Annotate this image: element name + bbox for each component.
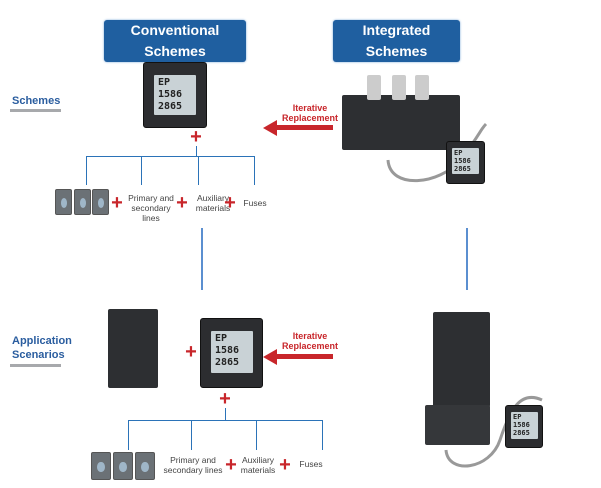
current-transformer-image (92, 189, 109, 215)
lines-label: Primary and secondary lines (128, 193, 174, 223)
circuit-breaker-image (433, 312, 490, 407)
application-underline (10, 364, 61, 367)
iterative-replacement-label: Iterative Replacement (281, 331, 339, 351)
lines-label: Primary and secondary lines (163, 455, 223, 475)
tree-line (254, 156, 255, 185)
tree-line (196, 146, 197, 156)
meter-line-1: EP (215, 333, 228, 344)
power-meter-image: EP 1586 2865 (200, 318, 263, 388)
current-transformer-image (55, 189, 72, 215)
current-transformer-image (74, 189, 91, 215)
plus-icon: + (185, 341, 197, 363)
plus-icon: + (225, 454, 237, 476)
schemes-underline (10, 109, 61, 112)
down-arrow-icon (201, 228, 203, 290)
tree-line (198, 156, 199, 185)
meter-line-1: EP (513, 413, 522, 421)
meter-line-2: 1586 (454, 157, 471, 165)
meter-line-1: EP (454, 149, 463, 157)
meter-line-3: 2865 (215, 357, 240, 368)
meter-line-1: EP (158, 77, 171, 88)
iterative-replacement-label: Iterative Replacement (281, 103, 339, 123)
tree-line (128, 420, 129, 450)
current-transformer-image (135, 452, 155, 480)
replacement-arrow-icon (263, 120, 333, 136)
auxiliary-label: Auxiliary materials (240, 455, 276, 475)
meter-line-3: 2865 (513, 429, 530, 437)
plus-icon: + (190, 126, 202, 148)
tree-line (86, 156, 87, 185)
plus-icon: + (279, 454, 291, 476)
plus-icon: + (224, 192, 236, 214)
integrated-module-image (342, 95, 460, 150)
integrated-schemes-header: Integrated Schemes (333, 20, 460, 62)
tree-line (141, 156, 142, 185)
meter-line-3: 2865 (454, 165, 471, 173)
meter-line-2: 1586 (158, 89, 183, 100)
auxiliary-label: Auxiliary materials (195, 193, 231, 213)
down-arrow-icon (466, 228, 468, 290)
terminal (415, 75, 429, 100)
meter-line-3: 2865 (158, 101, 183, 112)
conventional-schemes-header: Conventional Schemes (104, 20, 246, 62)
terminal (392, 75, 406, 100)
tree-line (322, 420, 323, 450)
tree-line (191, 420, 192, 450)
current-transformer-image (113, 452, 133, 480)
fuses-label: Fuses (299, 459, 323, 469)
small-meter-image: EP 1586 2865 (446, 141, 485, 184)
meter-line-2: 1586 (215, 345, 240, 356)
fuses-label: Fuses (243, 198, 267, 208)
tree-line (86, 156, 255, 157)
circuit-breaker-image (108, 309, 158, 388)
plus-icon: + (111, 192, 123, 214)
plus-icon: + (176, 192, 188, 214)
replacement-arrow-icon (263, 349, 333, 365)
terminal (367, 75, 381, 100)
tree-line (256, 420, 257, 450)
integrated-module-image (425, 405, 490, 445)
schemes-label: Schemes (12, 95, 61, 107)
meter-line-2: 1586 (513, 421, 530, 429)
current-transformer-image (91, 452, 111, 480)
tree-line (128, 420, 323, 421)
cable-image (444, 396, 543, 468)
application-scenarios-label: Application Scenarios (12, 335, 72, 361)
small-meter-image: EP 1586 2865 (505, 405, 543, 448)
plus-icon: + (219, 388, 231, 410)
tree-line (225, 408, 226, 420)
power-meter-image: EP 1586 2865 (143, 62, 207, 128)
